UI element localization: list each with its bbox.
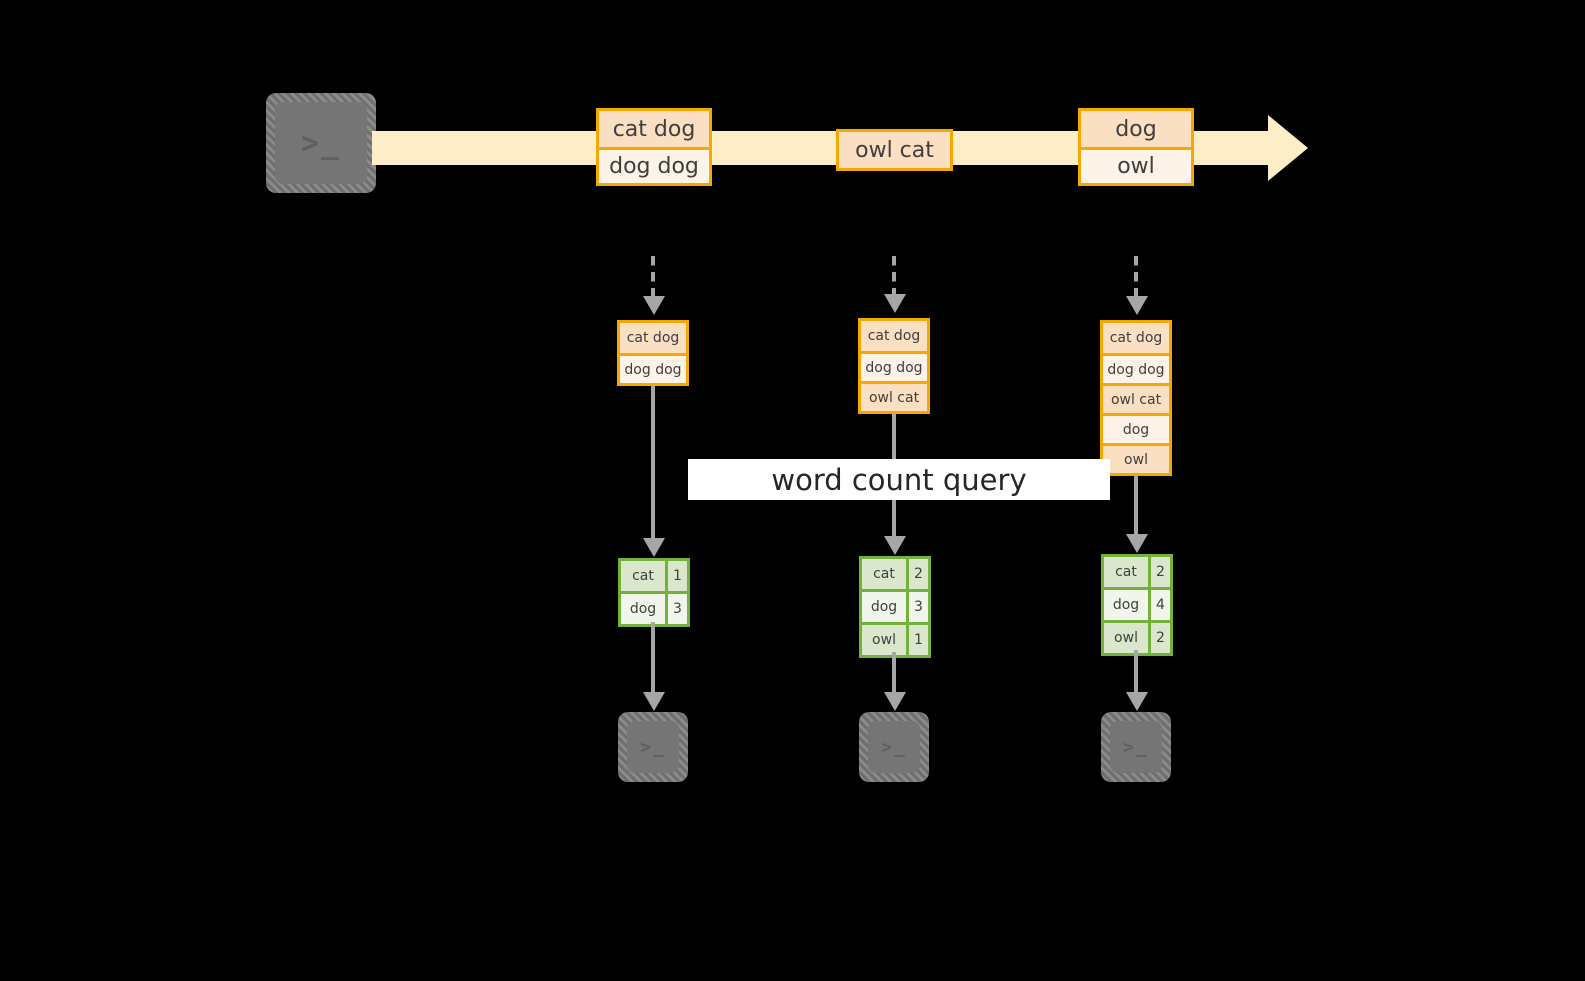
- record-line: dog dog: [599, 147, 709, 183]
- stream-tap-connector-2: [892, 256, 896, 296]
- arrowhead-icon: [1126, 692, 1148, 711]
- input-line: owl cat: [1103, 383, 1169, 413]
- result-count: 2: [1148, 623, 1170, 653]
- snapshot-1-sink-connector: [651, 622, 655, 695]
- input-line: cat dog: [620, 323, 686, 353]
- result-count: 2: [906, 559, 928, 589]
- record-line: dog: [1081, 111, 1191, 147]
- table-row: dog 4: [1104, 587, 1170, 620]
- terminal-prompt-glyph: >_: [1123, 736, 1149, 758]
- result-count: 2: [1148, 557, 1170, 587]
- arrowhead-icon: [643, 692, 665, 711]
- terminal-prompt-glyph: >_: [640, 736, 666, 758]
- query-label: word count query: [688, 459, 1110, 500]
- result-word: cat: [862, 559, 906, 589]
- result-count: 1: [665, 561, 687, 591]
- stream-tap-connector-1: [651, 256, 655, 298]
- input-line: owl: [1103, 443, 1169, 473]
- result-count: 3: [906, 592, 928, 622]
- table-row: cat 2: [862, 559, 928, 589]
- arrowhead-icon: [1126, 534, 1148, 553]
- result-word: dog: [1104, 590, 1148, 620]
- record-line: owl cat: [839, 132, 950, 168]
- input-line: dog: [1103, 413, 1169, 443]
- snapshot-3-input-table: cat dog dog dog owl cat dog owl: [1100, 320, 1172, 476]
- stream-arrow-head: [1268, 115, 1308, 181]
- snapshot-1-input-table: cat dog dog dog: [617, 320, 689, 386]
- snapshot-2-sink-connector: [892, 652, 896, 695]
- terminal-screen: >_: [868, 721, 920, 773]
- input-line: dog dog: [620, 353, 686, 383]
- snapshot-3-sink-connector: [1134, 650, 1138, 695]
- table-row: owl 1: [862, 622, 928, 655]
- result-count: 4: [1148, 590, 1170, 620]
- table-row: dog 3: [621, 591, 687, 624]
- snapshot-2-input-table: cat dog dog dog owl cat: [858, 318, 930, 414]
- snapshot-2-sink-terminal-icon: >_: [859, 712, 929, 782]
- arrowhead-icon: [1126, 296, 1148, 315]
- arrowhead-icon: [884, 536, 906, 555]
- stream-record-1: cat dog dog dog: [596, 108, 712, 186]
- snapshot-3-query-connector: [1134, 476, 1138, 536]
- snapshot-1-sink-terminal-icon: >_: [618, 712, 688, 782]
- snapshot-1-query-connector: [651, 386, 655, 541]
- result-word: dog: [621, 594, 665, 624]
- result-count: 3: [665, 594, 687, 624]
- arrowhead-icon: [643, 296, 665, 315]
- terminal-screen: >_: [1110, 721, 1162, 773]
- input-line: dog dog: [1103, 353, 1169, 383]
- table-row: cat 1: [621, 561, 687, 591]
- terminal-screen: >_: [627, 721, 679, 773]
- result-word: dog: [862, 592, 906, 622]
- terminal-prompt-glyph: >_: [300, 125, 342, 161]
- terminal-prompt-glyph: >_: [881, 736, 907, 758]
- snapshot-2-result-table: cat 2 dog 3 owl 1: [859, 556, 931, 658]
- source-terminal-icon: >_: [266, 93, 376, 193]
- result-word: cat: [1104, 557, 1148, 587]
- result-word: owl: [1104, 623, 1148, 653]
- table-row: owl 2: [1104, 620, 1170, 653]
- input-line: owl cat: [861, 381, 927, 411]
- stream-record-2: owl cat: [836, 129, 953, 171]
- record-line: cat dog: [599, 111, 709, 147]
- table-row: dog 3: [862, 589, 928, 622]
- input-line: dog dog: [861, 351, 927, 381]
- input-line: cat dog: [861, 321, 927, 351]
- stream-tap-connector-3: [1134, 256, 1138, 298]
- arrowhead-icon: [643, 538, 665, 557]
- snapshot-3-result-table: cat 2 dog 4 owl 2: [1101, 554, 1173, 656]
- arrowhead-icon: [884, 692, 906, 711]
- result-count: 1: [906, 625, 928, 655]
- record-line: owl: [1081, 147, 1191, 183]
- table-row: cat 2: [1104, 557, 1170, 587]
- input-line: cat dog: [1103, 323, 1169, 353]
- result-word: owl: [862, 625, 906, 655]
- snapshot-3-sink-terminal-icon: >_: [1101, 712, 1171, 782]
- result-word: cat: [621, 561, 665, 591]
- snapshot-1-result-table: cat 1 dog 3: [618, 558, 690, 627]
- terminal-screen: >_: [275, 102, 367, 184]
- arrowhead-icon: [884, 294, 906, 313]
- stream-record-3: dog owl: [1078, 108, 1194, 186]
